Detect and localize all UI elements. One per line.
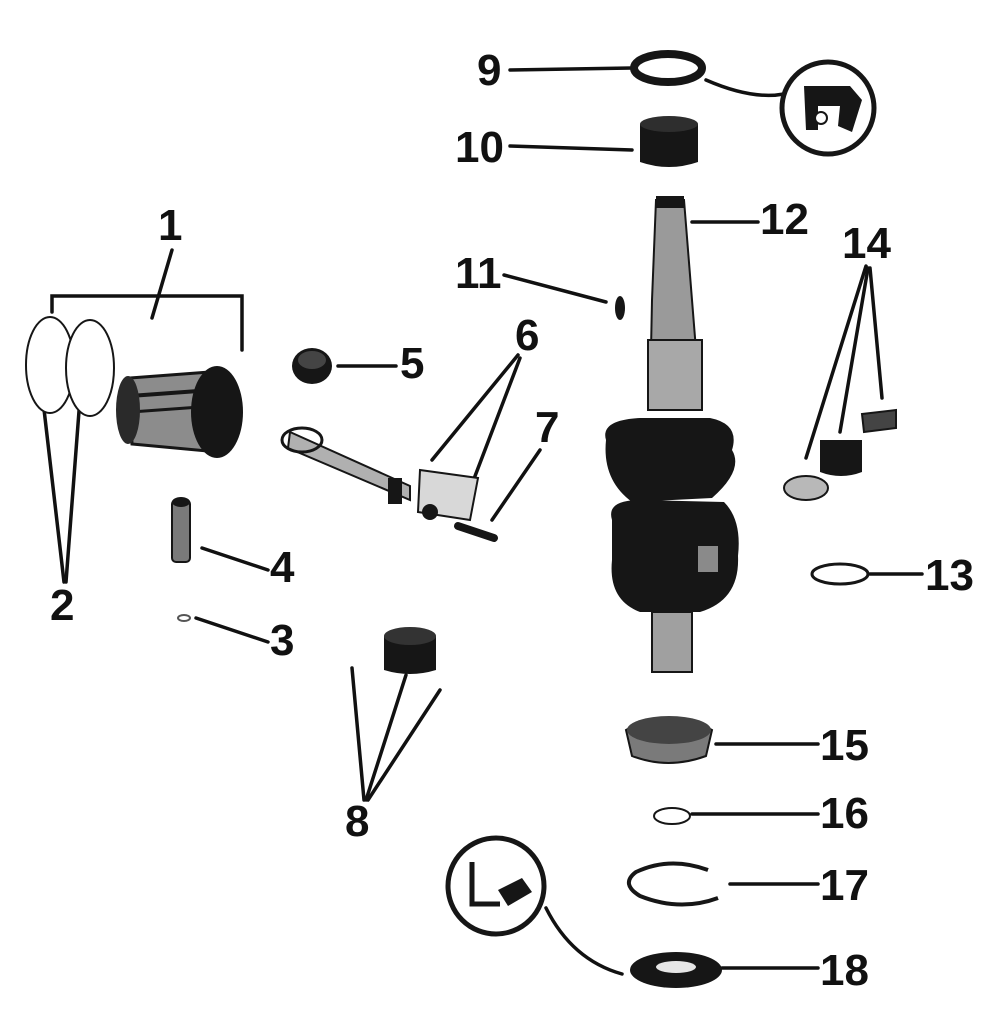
crankshaft-seal [630,50,706,86]
wrist-pin [171,497,191,563]
callout-8: 8 [345,797,369,846]
l-key-icon [469,862,532,907]
thrust-washer [653,807,691,825]
needle-bearing-small-end [292,348,332,384]
rod-bolt [454,522,498,542]
callout-10: 10 [455,123,504,172]
rod-cap [416,468,480,522]
callout-7: 7 [535,403,559,452]
retaining-clip [177,614,191,622]
woodruff-key [615,296,625,320]
callout-5: 5 [400,339,424,388]
callout-9: 9 [477,46,501,95]
lower-main-bearing [624,716,714,764]
needle-bearing-cage [384,627,436,674]
callout-labels: 1 2 3 4 5 6 7 8 9 10 11 12 13 14 15 16 1… [50,46,974,995]
callout-11: 11 [455,249,502,298]
callout-15: 15 [820,721,869,770]
retaining-ring [627,861,719,907]
crankshaft [605,196,739,673]
callout-18: 18 [820,946,869,995]
upper-bearing [640,116,698,167]
callout-3: 3 [270,616,294,665]
snap-ring [810,562,870,586]
crankpin-bearings [783,408,897,501]
callout-12: 12 [760,195,809,244]
callout-16: 16 [820,789,869,838]
connecting-rod [280,426,411,504]
callout-2: 2 [50,581,74,630]
detail-inset-bottom [445,835,547,937]
callout-17: 17 [820,861,869,910]
piston [116,366,243,458]
callout-1: 1 [158,201,182,250]
lower-seal [630,952,722,988]
callout-4: 4 [270,543,295,592]
callout-14: 14 [842,219,891,268]
bracket-clip-icon [804,86,862,132]
detail-inset-top [779,59,877,157]
piston-rings [25,316,115,417]
callout-6: 6 [515,311,539,360]
callout-13: 13 [925,551,974,600]
leader-lines [40,66,924,976]
